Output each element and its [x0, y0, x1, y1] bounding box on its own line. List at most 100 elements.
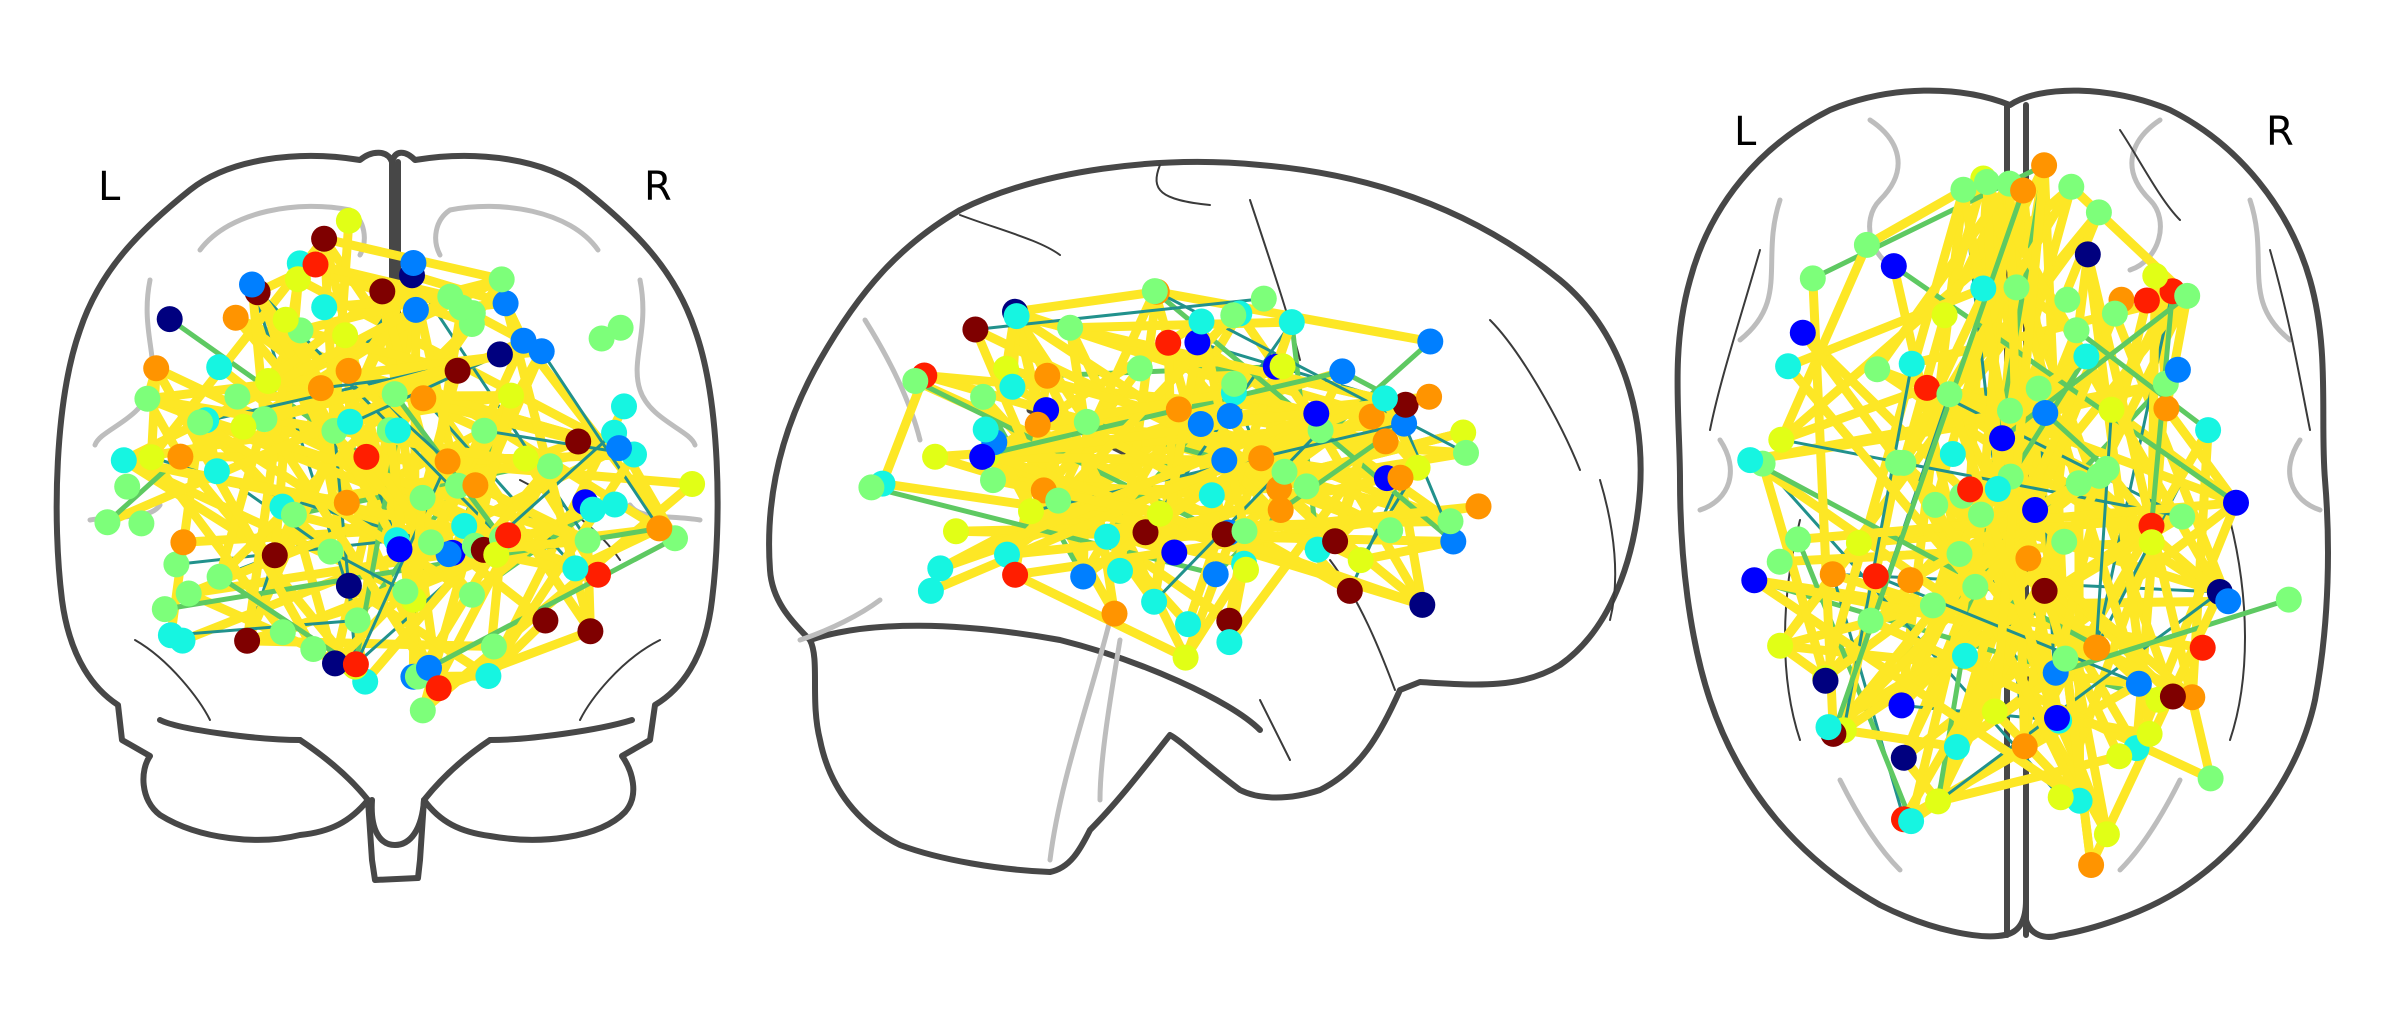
brain-region-node [369, 278, 396, 305]
connection-edge [289, 510, 340, 668]
brain-region-node [1172, 644, 1199, 671]
brain-region-node [311, 225, 338, 252]
brain-region-node [1936, 381, 1963, 408]
brain-region-node [2086, 462, 2113, 489]
connection-edge [146, 363, 161, 462]
brain-region-node [1864, 356, 1891, 383]
connection-edge [1898, 160, 2049, 468]
brain-region-node [344, 607, 371, 634]
connection-edge [169, 618, 360, 637]
brain-region-node [409, 697, 436, 724]
brain-region-node [962, 316, 989, 343]
brain-region-node [222, 304, 249, 331]
brain-region-node [151, 596, 178, 623]
brain-region-node [2052, 645, 2079, 672]
sagittal-nodes [858, 278, 1492, 671]
brain-region-node [611, 393, 637, 420]
brain-region-node [980, 467, 1006, 494]
connection-edge [1010, 287, 1162, 317]
brain-region-node [532, 607, 559, 634]
brain-region-node [1890, 449, 1917, 476]
connection-edge [1783, 361, 1980, 592]
connection-edge [1065, 317, 1297, 333]
brain-region-node [1391, 410, 1418, 437]
brain-region-node [917, 577, 944, 604]
brain-region-node [607, 314, 634, 341]
brain-region-node [128, 510, 155, 537]
brain-region-node [1766, 548, 1793, 575]
brain-region-node [163, 551, 190, 578]
brain-region-node [471, 417, 498, 444]
brain-region-node [175, 580, 202, 607]
connection-edge [151, 363, 318, 654]
brain-region-node [1767, 632, 1794, 659]
brain-region-node [1126, 355, 1153, 382]
brain-region-node [234, 627, 261, 654]
brain-region-node [585, 561, 611, 588]
brain-region-node [1002, 561, 1029, 588]
connection-edge [1872, 179, 2014, 374]
brain-region-node [206, 354, 233, 381]
brain-region-node [2022, 497, 2049, 523]
brain-region-node [606, 435, 632, 462]
brain-region-node [562, 555, 589, 582]
brain-region-node [1220, 302, 1247, 329]
coronal-right-label: R [644, 164, 672, 210]
brain-region-node [1034, 362, 1061, 389]
brain-region-node [1371, 385, 1398, 412]
brain-region-node [2197, 765, 2224, 792]
brain-region-node [167, 443, 194, 470]
brain-region-node [2133, 287, 2160, 314]
connection-edge [540, 349, 661, 530]
brain-region-node [230, 413, 257, 440]
brain-region-node [170, 529, 197, 556]
brain-region-node [386, 536, 413, 563]
connection-edge [119, 455, 352, 508]
brain-region-node [2078, 852, 2105, 878]
brain-region-node [418, 529, 444, 556]
connection-edge [2074, 327, 2211, 433]
brain-region-node [574, 527, 601, 554]
brain-region-node [2215, 588, 2242, 615]
brain-region-node [488, 266, 515, 293]
brain-region-node [1094, 523, 1121, 550]
brain-region-node [1175, 611, 1201, 638]
brain-region-node [1880, 253, 1907, 280]
brain-region-node [1997, 397, 2023, 424]
brain-region-node [203, 458, 230, 485]
brain-region-node [1248, 445, 1275, 472]
brain-region-node [302, 251, 329, 278]
brain-region-node [384, 417, 411, 444]
brain-region-node [459, 581, 485, 608]
brain-region-node [114, 473, 141, 500]
brain-region-node [492, 290, 519, 317]
brain-region-node [1897, 567, 1924, 594]
brain-region-node [1453, 439, 1479, 466]
brain-region-node [1962, 573, 1989, 600]
brain-region-node [409, 484, 436, 511]
brain-region-node [156, 306, 183, 333]
brain-region-node [646, 515, 673, 542]
connection-edge [434, 626, 595, 693]
brain-region-node [2065, 470, 2092, 497]
brain-region-node [1188, 308, 1215, 335]
brain-region-node [1278, 309, 1305, 336]
brain-region-node [1409, 591, 1436, 618]
brain-region-node [239, 271, 265, 298]
brain-region-node [451, 513, 478, 539]
brain-region-node [2083, 634, 2110, 661]
brain-region-node [1741, 567, 1768, 594]
sagittal-view [766, 159, 1644, 875]
brain-region-node [2093, 821, 2120, 848]
brain-region-node [462, 472, 489, 499]
brain-region-node [138, 444, 165, 471]
brain-region-node [402, 296, 429, 323]
brain-region-node [1819, 561, 1846, 588]
brain-region-node [601, 491, 628, 518]
brain-region-node [483, 541, 510, 568]
sagittal-gyri [797, 317, 1123, 863]
brain-region-node [1147, 500, 1173, 527]
brain-region-node [1211, 521, 1238, 548]
brain-region-node [2179, 684, 2206, 711]
brain-region-node [1231, 518, 1258, 545]
